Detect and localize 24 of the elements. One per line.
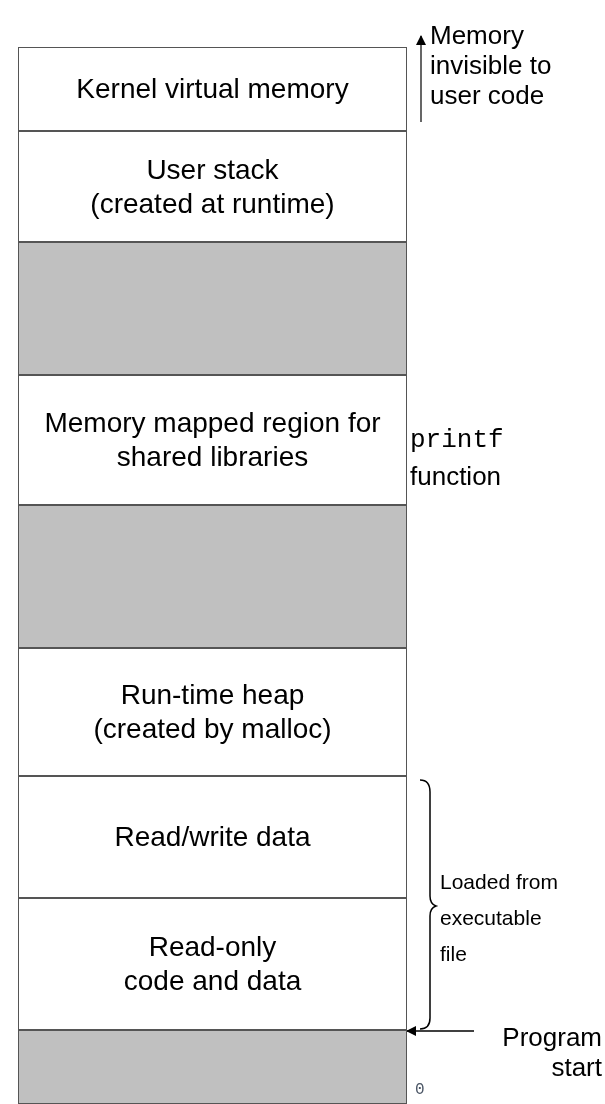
segment-label: Kernel virtual memory xyxy=(76,72,349,106)
segment-label: User stack xyxy=(146,152,279,187)
memory-segment xyxy=(18,375,407,505)
memory-segment xyxy=(18,47,407,131)
segment-label: Memory mapped region for shared libraries xyxy=(43,406,382,474)
segment-label: Read/write data xyxy=(114,820,311,854)
memory-segment xyxy=(18,1030,407,1104)
memory-segment xyxy=(18,131,407,242)
segment-label: Memory invisible to user code xyxy=(430,20,553,110)
note-label: printf xyxy=(410,424,500,456)
note-label: Loaded from executable file xyxy=(440,869,558,967)
memory-segment xyxy=(18,242,407,375)
memory-segment xyxy=(18,776,407,898)
segment-label: Program start xyxy=(501,1022,602,1082)
address-label: 0 xyxy=(415,1080,425,1100)
memory-segment xyxy=(18,648,407,776)
memory-segment xyxy=(18,505,407,648)
note-label: function xyxy=(410,460,503,492)
arrow xyxy=(406,1026,475,1036)
memory-segment xyxy=(18,898,407,1030)
segment-label: Run-time heap xyxy=(120,678,305,712)
segment-label: Read-only code and data xyxy=(122,930,303,998)
segment-label: (created at runtime) xyxy=(90,186,335,221)
segment-label: (created by malloc) xyxy=(93,712,332,746)
